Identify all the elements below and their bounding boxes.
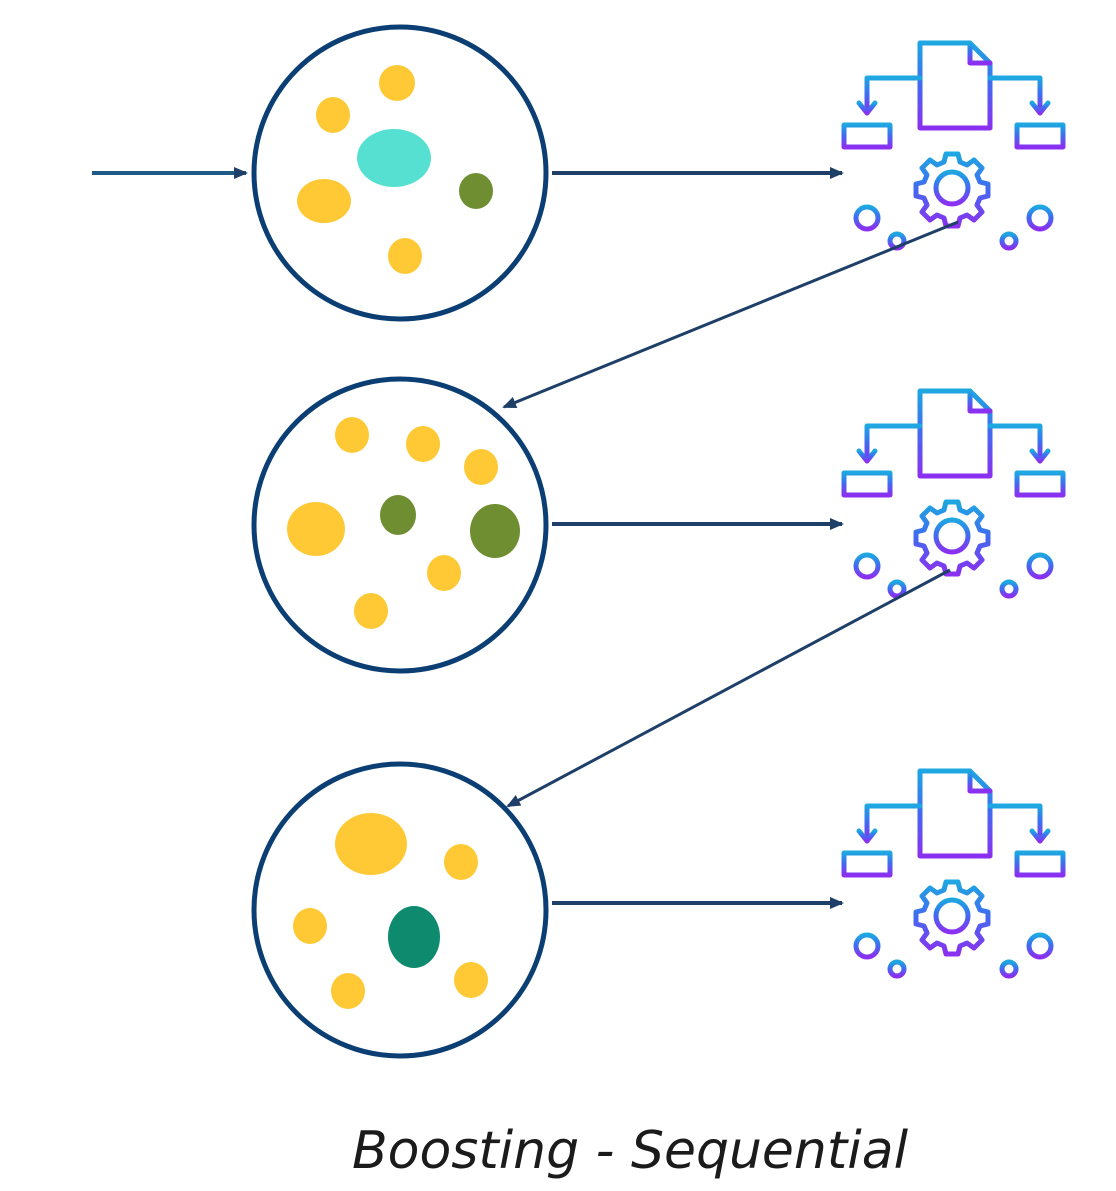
sample-point <box>454 962 488 998</box>
sample-point <box>379 65 415 101</box>
sample-point <box>444 844 478 880</box>
sample-point <box>316 97 350 133</box>
sample-point <box>464 449 498 485</box>
sample-point <box>406 426 440 462</box>
model-icon-3 <box>844 771 1063 976</box>
model-icon-2 <box>844 391 1063 596</box>
sample-point <box>427 555 461 591</box>
sample-point <box>388 238 422 274</box>
sample-point <box>470 504 520 558</box>
sample-point <box>388 906 440 968</box>
dataset-2 <box>251 376 549 674</box>
sample-point <box>357 129 431 187</box>
sample-point <box>335 417 369 453</box>
feedback-arrow-2 <box>506 568 951 808</box>
dataset-3 <box>251 761 549 1059</box>
sample-point <box>297 179 351 223</box>
sample-point <box>287 502 345 556</box>
sample-point <box>331 973 365 1009</box>
feedback-arrow-1 <box>502 220 959 409</box>
sample-point <box>459 173 493 209</box>
dataset-1 <box>251 24 549 322</box>
sample-point <box>354 593 388 629</box>
sample-point <box>380 495 416 535</box>
sample-point <box>335 813 407 875</box>
model-icon-1 <box>844 43 1063 248</box>
diagram-caption: Boosting - Sequential <box>352 1121 909 1181</box>
sample-point <box>293 908 327 944</box>
